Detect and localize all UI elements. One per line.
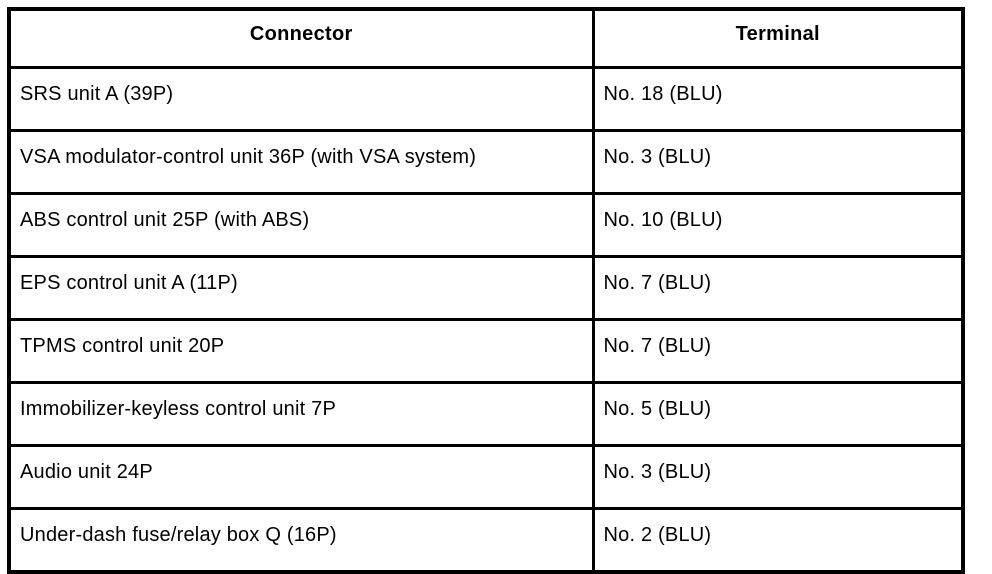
connector-cell: TPMS control unit 20P <box>7 318 595 384</box>
terminal-cell: No. 10 (BLU) <box>591 192 965 258</box>
table-body: SRS unit A (39P)No. 18 (BLU)VSA modulato… <box>7 66 965 574</box>
table-row: SRS unit A (39P)No. 18 (BLU) <box>7 66 965 132</box>
connector-cell: Immobilizer-keyless control unit 7P <box>7 381 595 447</box>
terminal-cell: No. 3 (BLU) <box>591 129 965 195</box>
terminal-cell: No. 3 (BLU) <box>591 444 965 510</box>
connector-column-header: Connector <box>7 7 595 69</box>
connector-cell: VSA modulator-control unit 36P (with VSA… <box>7 129 595 195</box>
connector-cell: EPS control unit A (11P) <box>7 255 595 321</box>
connector-cell: Audio unit 24P <box>7 444 595 510</box>
terminal-cell: No. 7 (BLU) <box>591 255 965 321</box>
connector-cell: SRS unit A (39P) <box>7 66 595 132</box>
document-page: Connector Terminal SRS unit A (39P)No. 1… <box>7 7 965 574</box>
table-row: VSA modulator-control unit 36P (with VSA… <box>7 129 965 195</box>
connector-cell: ABS control unit 25P (with ABS) <box>7 192 595 258</box>
table-row: ABS control unit 25P (with ABS)No. 10 (B… <box>7 192 965 258</box>
terminal-cell: No. 2 (BLU) <box>591 507 965 574</box>
connector-terminal-table: Connector Terminal SRS unit A (39P)No. 1… <box>7 7 965 574</box>
connector-cell: Under-dash fuse/relay box Q (16P) <box>7 507 595 574</box>
terminal-cell: No. 5 (BLU) <box>591 381 965 447</box>
terminal-cell: No. 18 (BLU) <box>591 66 965 132</box>
terminal-column-header: Terminal <box>591 7 965 69</box>
table-row: Under-dash fuse/relay box Q (16P)No. 2 (… <box>7 507 965 574</box>
header-row: Connector Terminal <box>7 7 965 69</box>
table-row: EPS control unit A (11P)No. 7 (BLU) <box>7 255 965 321</box>
terminal-cell: No. 7 (BLU) <box>591 318 965 384</box>
